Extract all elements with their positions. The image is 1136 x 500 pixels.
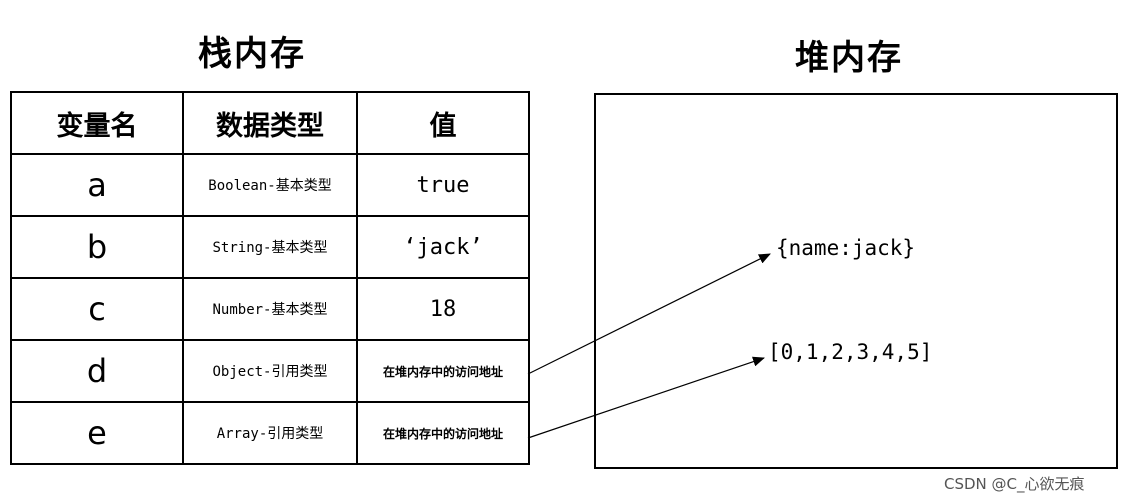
- table-row: e Array-引用类型 在堆内存中的访问地址: [10, 401, 530, 465]
- table-row: b String-基本类型 ‘jack’: [10, 215, 530, 279]
- arrow-d-to-object: [527, 253, 771, 375]
- row-b-value: ‘jack’: [356, 215, 530, 279]
- row-a-value: true: [356, 153, 530, 217]
- row-d-name: d: [10, 339, 184, 403]
- row-d-value: 在堆内存中的访问地址: [356, 339, 530, 403]
- heap-array-value: [0,1,2,3,4,5]: [768, 340, 933, 364]
- row-c-type: Number-基本类型: [182, 277, 358, 341]
- table-row: d Object-引用类型 在堆内存中的访问地址: [10, 339, 530, 403]
- stack-table: 变量名 数据类型 值 a Boolean-基本类型 true b String-…: [10, 91, 530, 465]
- heap-object-value: {name:jack}: [776, 236, 916, 260]
- table-header-row: 变量名 数据类型 值: [10, 91, 530, 155]
- row-c-name: c: [10, 277, 184, 341]
- header-variable-name: 变量名: [10, 91, 184, 155]
- table-row: a Boolean-基本类型 true: [10, 153, 530, 217]
- heap-memory-title: 堆内存: [795, 38, 903, 78]
- row-d-type: Object-引用类型: [182, 339, 358, 403]
- row-e-name: e: [10, 401, 184, 465]
- row-a-type: Boolean-基本类型: [182, 153, 358, 217]
- row-e-value: 在堆内存中的访问地址: [356, 401, 530, 465]
- csdn-watermark: CSDN @C_心欲无痕: [944, 475, 1085, 493]
- row-e-type: Array-引用类型: [182, 401, 358, 465]
- row-b-type: String-基本类型: [182, 215, 358, 279]
- heap-memory-box: [594, 93, 1118, 469]
- row-c-value: 18: [356, 277, 530, 341]
- table-row: c Number-基本类型 18: [10, 277, 530, 341]
- header-value: 值: [356, 91, 530, 155]
- row-b-name: b: [10, 215, 184, 279]
- stack-memory-title: 栈内存: [198, 34, 306, 74]
- row-a-name: a: [10, 153, 184, 217]
- header-data-type: 数据类型: [182, 91, 358, 155]
- arrow-e-to-array: [527, 356, 765, 439]
